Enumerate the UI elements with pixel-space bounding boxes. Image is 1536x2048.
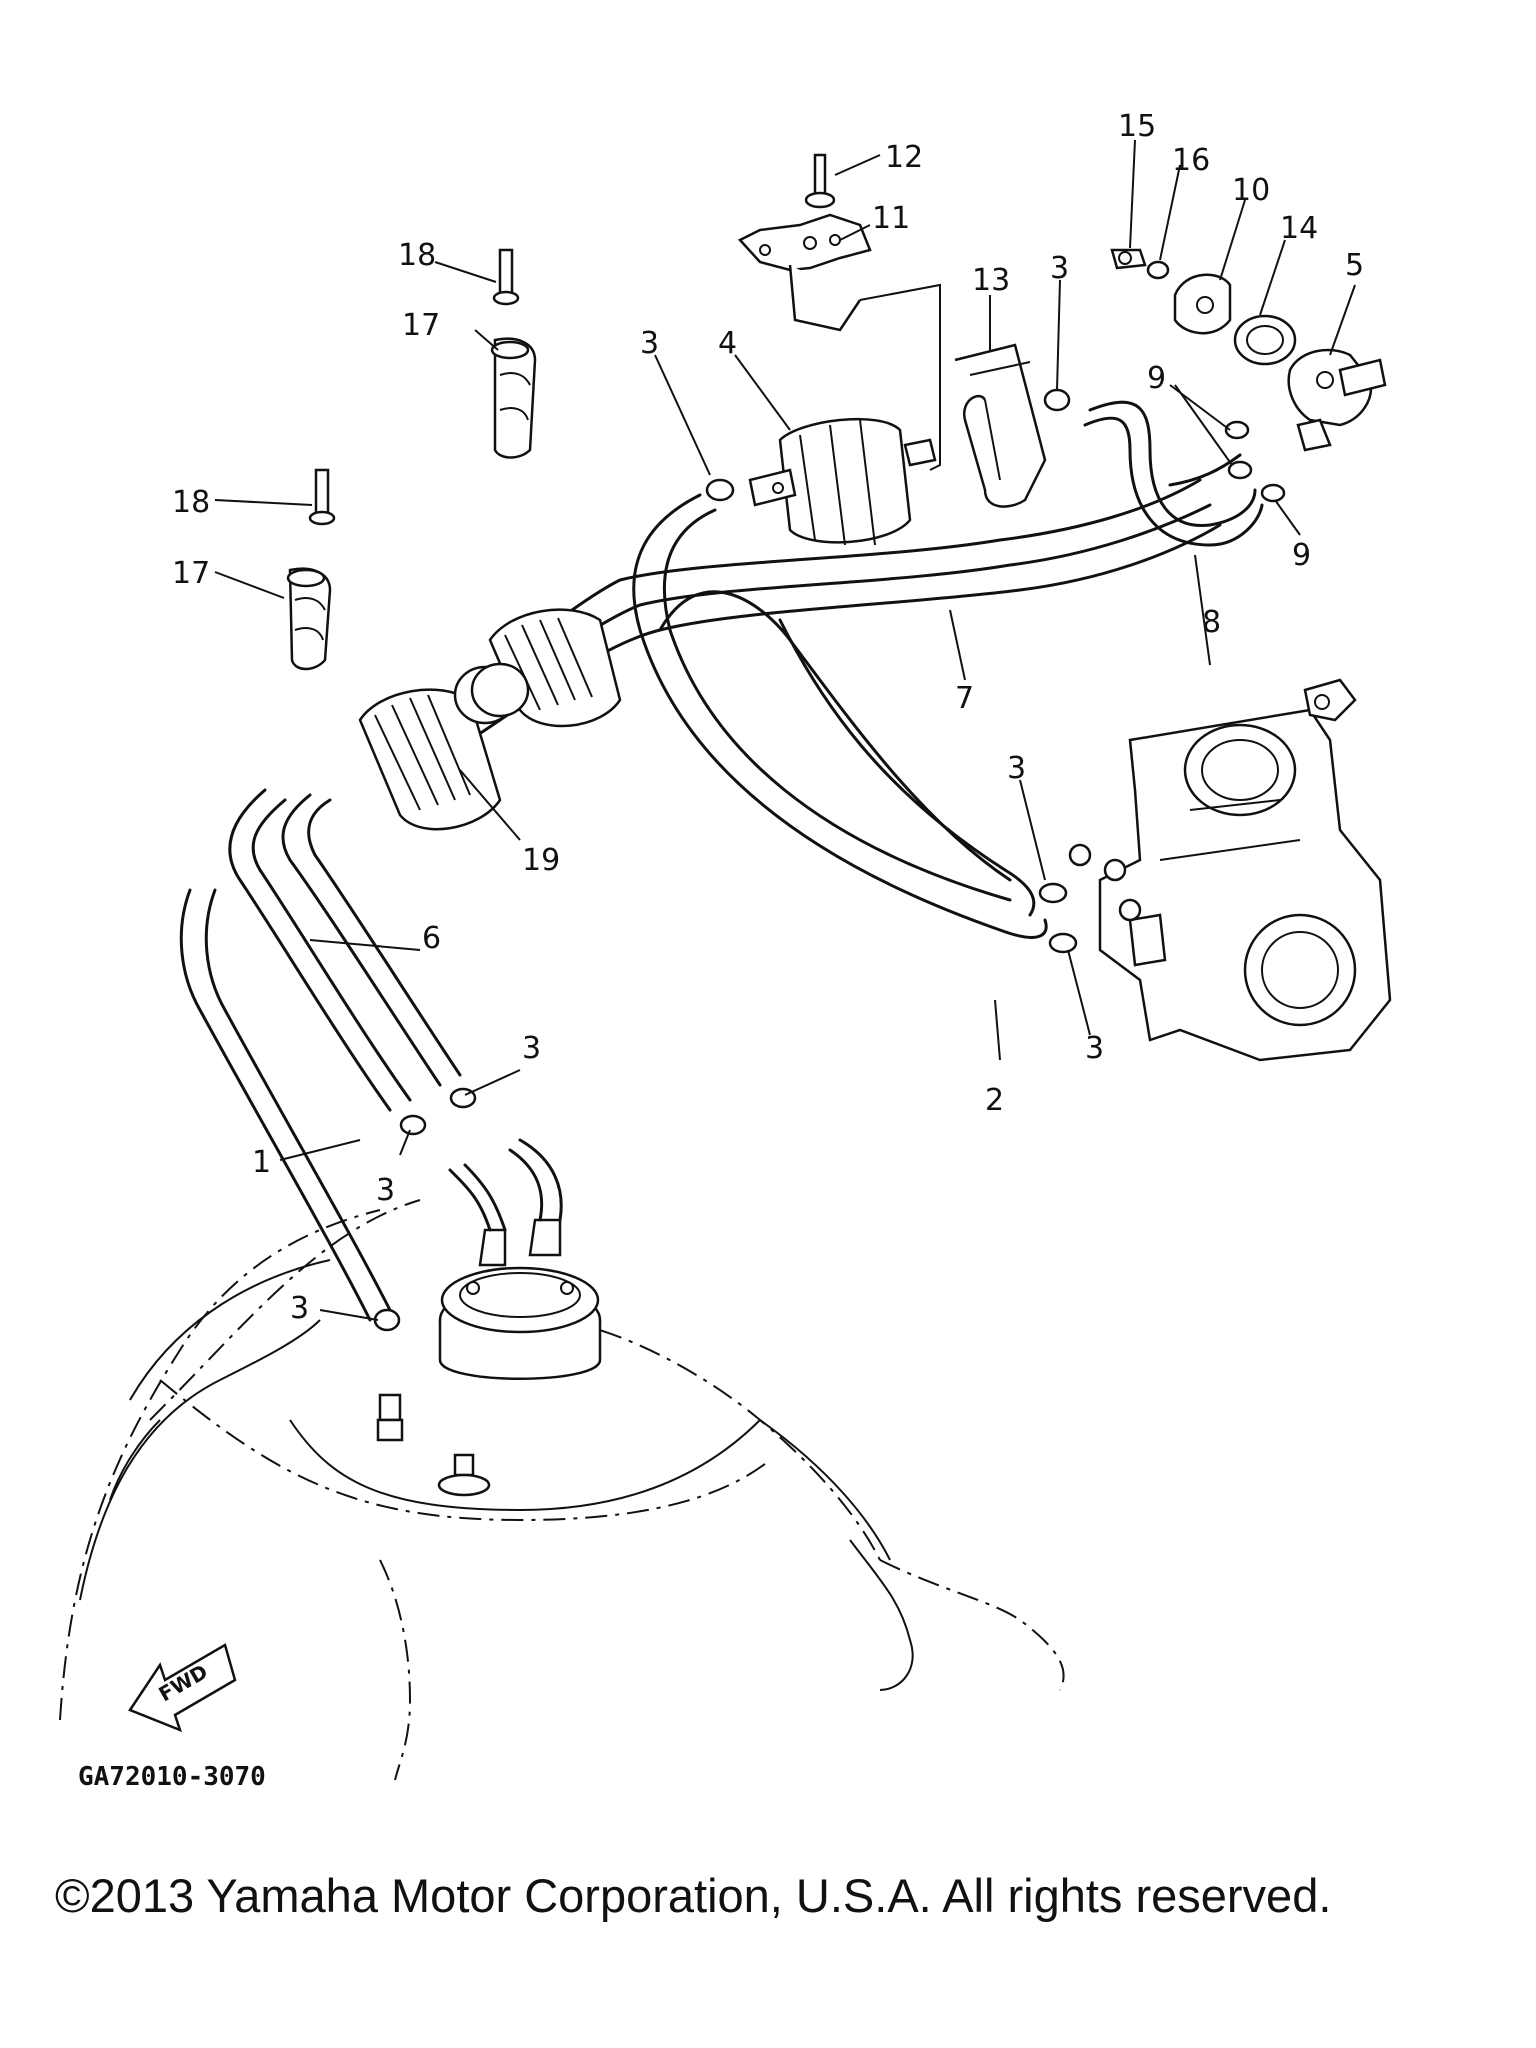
forward-arrow-icon: FWD bbox=[128, 1643, 237, 1733]
hose-clamp-upper bbox=[490, 248, 537, 459]
callout-2: 2 bbox=[985, 1083, 1004, 1118]
fuel-hoses bbox=[179, 400, 1264, 1322]
callout-1: 1 bbox=[252, 1145, 271, 1180]
callout-3-carb-lower: 3 bbox=[1085, 1031, 1104, 1066]
leader-lines bbox=[214, 139, 1356, 1321]
fuel-valve-assembly bbox=[1110, 248, 1387, 452]
copyright-notice: ©2013 Yamaha Motor Corporation, U.S.A. A… bbox=[55, 1869, 1332, 1922]
callout-7: 7 bbox=[955, 681, 974, 716]
callout-18-upper: 18 bbox=[398, 238, 436, 273]
callout-3-filter-inlet: 3 bbox=[640, 326, 659, 361]
fuel-filter bbox=[748, 417, 937, 546]
hose-clamp-lower bbox=[286, 468, 336, 671]
mounting-plate bbox=[737, 153, 941, 471]
fuel-pump-unit bbox=[438, 1138, 602, 1380]
callout-3-carb-upper: 3 bbox=[1007, 751, 1026, 786]
drawing-code: GA72010-3070 bbox=[78, 1762, 266, 1792]
callout-9-lower: 9 bbox=[1292, 538, 1311, 573]
callout-numbers: 1 2 3 3 3 3 3 3 3 4 5 6 7 8 9 9 10 11 12… bbox=[172, 109, 1364, 1326]
callout-3-tank: 3 bbox=[290, 1291, 309, 1326]
callout-3-bracket: 3 bbox=[1050, 251, 1069, 286]
callout-9-upper: 9 bbox=[1147, 361, 1166, 396]
callout-12: 12 bbox=[885, 140, 923, 175]
callout-3-pump-right: 3 bbox=[522, 1031, 541, 1066]
filter-bracket bbox=[954, 343, 1047, 508]
callout-15: 15 bbox=[1118, 109, 1156, 144]
callout-18-lower: 18 bbox=[172, 485, 210, 520]
grommet-bellows bbox=[358, 608, 622, 831]
callout-17-lower: 17 bbox=[172, 556, 210, 591]
callout-10: 10 bbox=[1232, 173, 1270, 208]
callout-3-pump-left: 3 bbox=[376, 1173, 395, 1208]
callout-13: 13 bbox=[972, 263, 1010, 298]
throttle-body bbox=[1068, 678, 1392, 1062]
callout-17-upper: 17 bbox=[402, 308, 440, 343]
callout-11: 11 bbox=[872, 201, 910, 236]
tank-vent-nipple bbox=[376, 1393, 491, 1497]
callout-6: 6 bbox=[422, 921, 441, 956]
callout-19: 19 bbox=[522, 843, 560, 878]
callout-8: 8 bbox=[1202, 605, 1221, 640]
callout-5: 5 bbox=[1345, 248, 1364, 283]
callout-16: 16 bbox=[1172, 143, 1210, 178]
callout-14: 14 bbox=[1280, 211, 1318, 246]
callout-4: 4 bbox=[718, 326, 737, 361]
